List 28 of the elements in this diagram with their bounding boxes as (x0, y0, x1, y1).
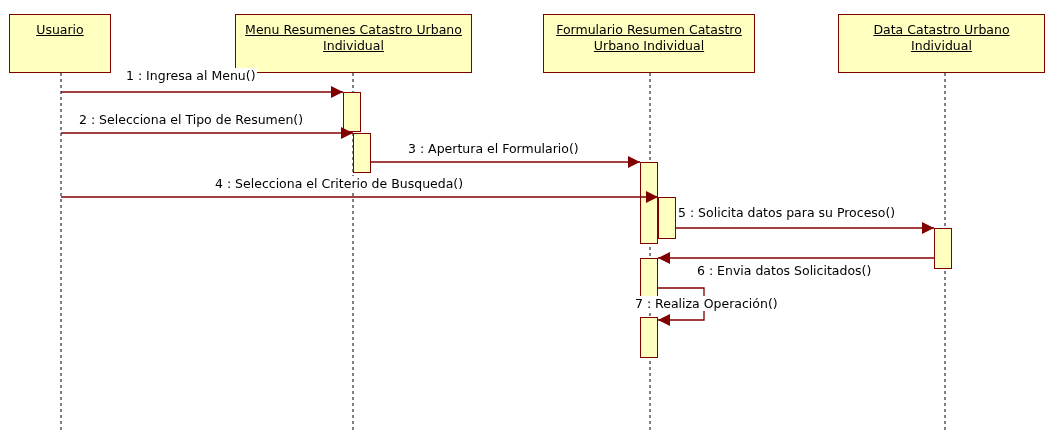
message-arrow (60, 191, 659, 203)
message-label: 4 : Selecciona el Criterio de Busqueda() (214, 176, 465, 191)
lifeline-head-box (838, 14, 1045, 73)
activation-bar (934, 228, 952, 269)
message-arrow (657, 287, 705, 326)
activation-bar (343, 92, 361, 132)
lifeline-head-box (9, 14, 111, 73)
participant-name: Data Catastro Urbano Individual (872, 22, 1011, 54)
lifeline-head-box (543, 14, 755, 73)
message-label: 7 : Realiza Operación() (634, 296, 779, 311)
message-label: 3 : Apertura el Formulario() (407, 141, 580, 156)
participant-name: Formulario Resumen Catastro Urbano Individual (555, 22, 743, 54)
activation-bar (353, 133, 371, 173)
message-arrow (60, 86, 344, 98)
message-label: 5 : Solicita datos para su Proceso() (677, 205, 897, 220)
message-label: 2 : Selecciona el Tipo de Resumen() (78, 112, 305, 127)
message-arrow (370, 156, 641, 168)
message-arrow (60, 127, 354, 139)
message-label: 6 : Envia datos Solicitados() (696, 263, 873, 278)
participant-name: Usuario (36, 22, 84, 38)
message-arrow (675, 222, 935, 234)
activation-bar (658, 197, 676, 239)
activation-bar (640, 258, 658, 298)
participant-name: Menu Resumenes Catastro Urbano Individual (244, 22, 463, 54)
activation-bar (640, 317, 658, 358)
message-arrow (657, 252, 935, 264)
activation-bar (640, 162, 658, 244)
message-label: 1 : Ingresa al Menu() (125, 68, 257, 83)
